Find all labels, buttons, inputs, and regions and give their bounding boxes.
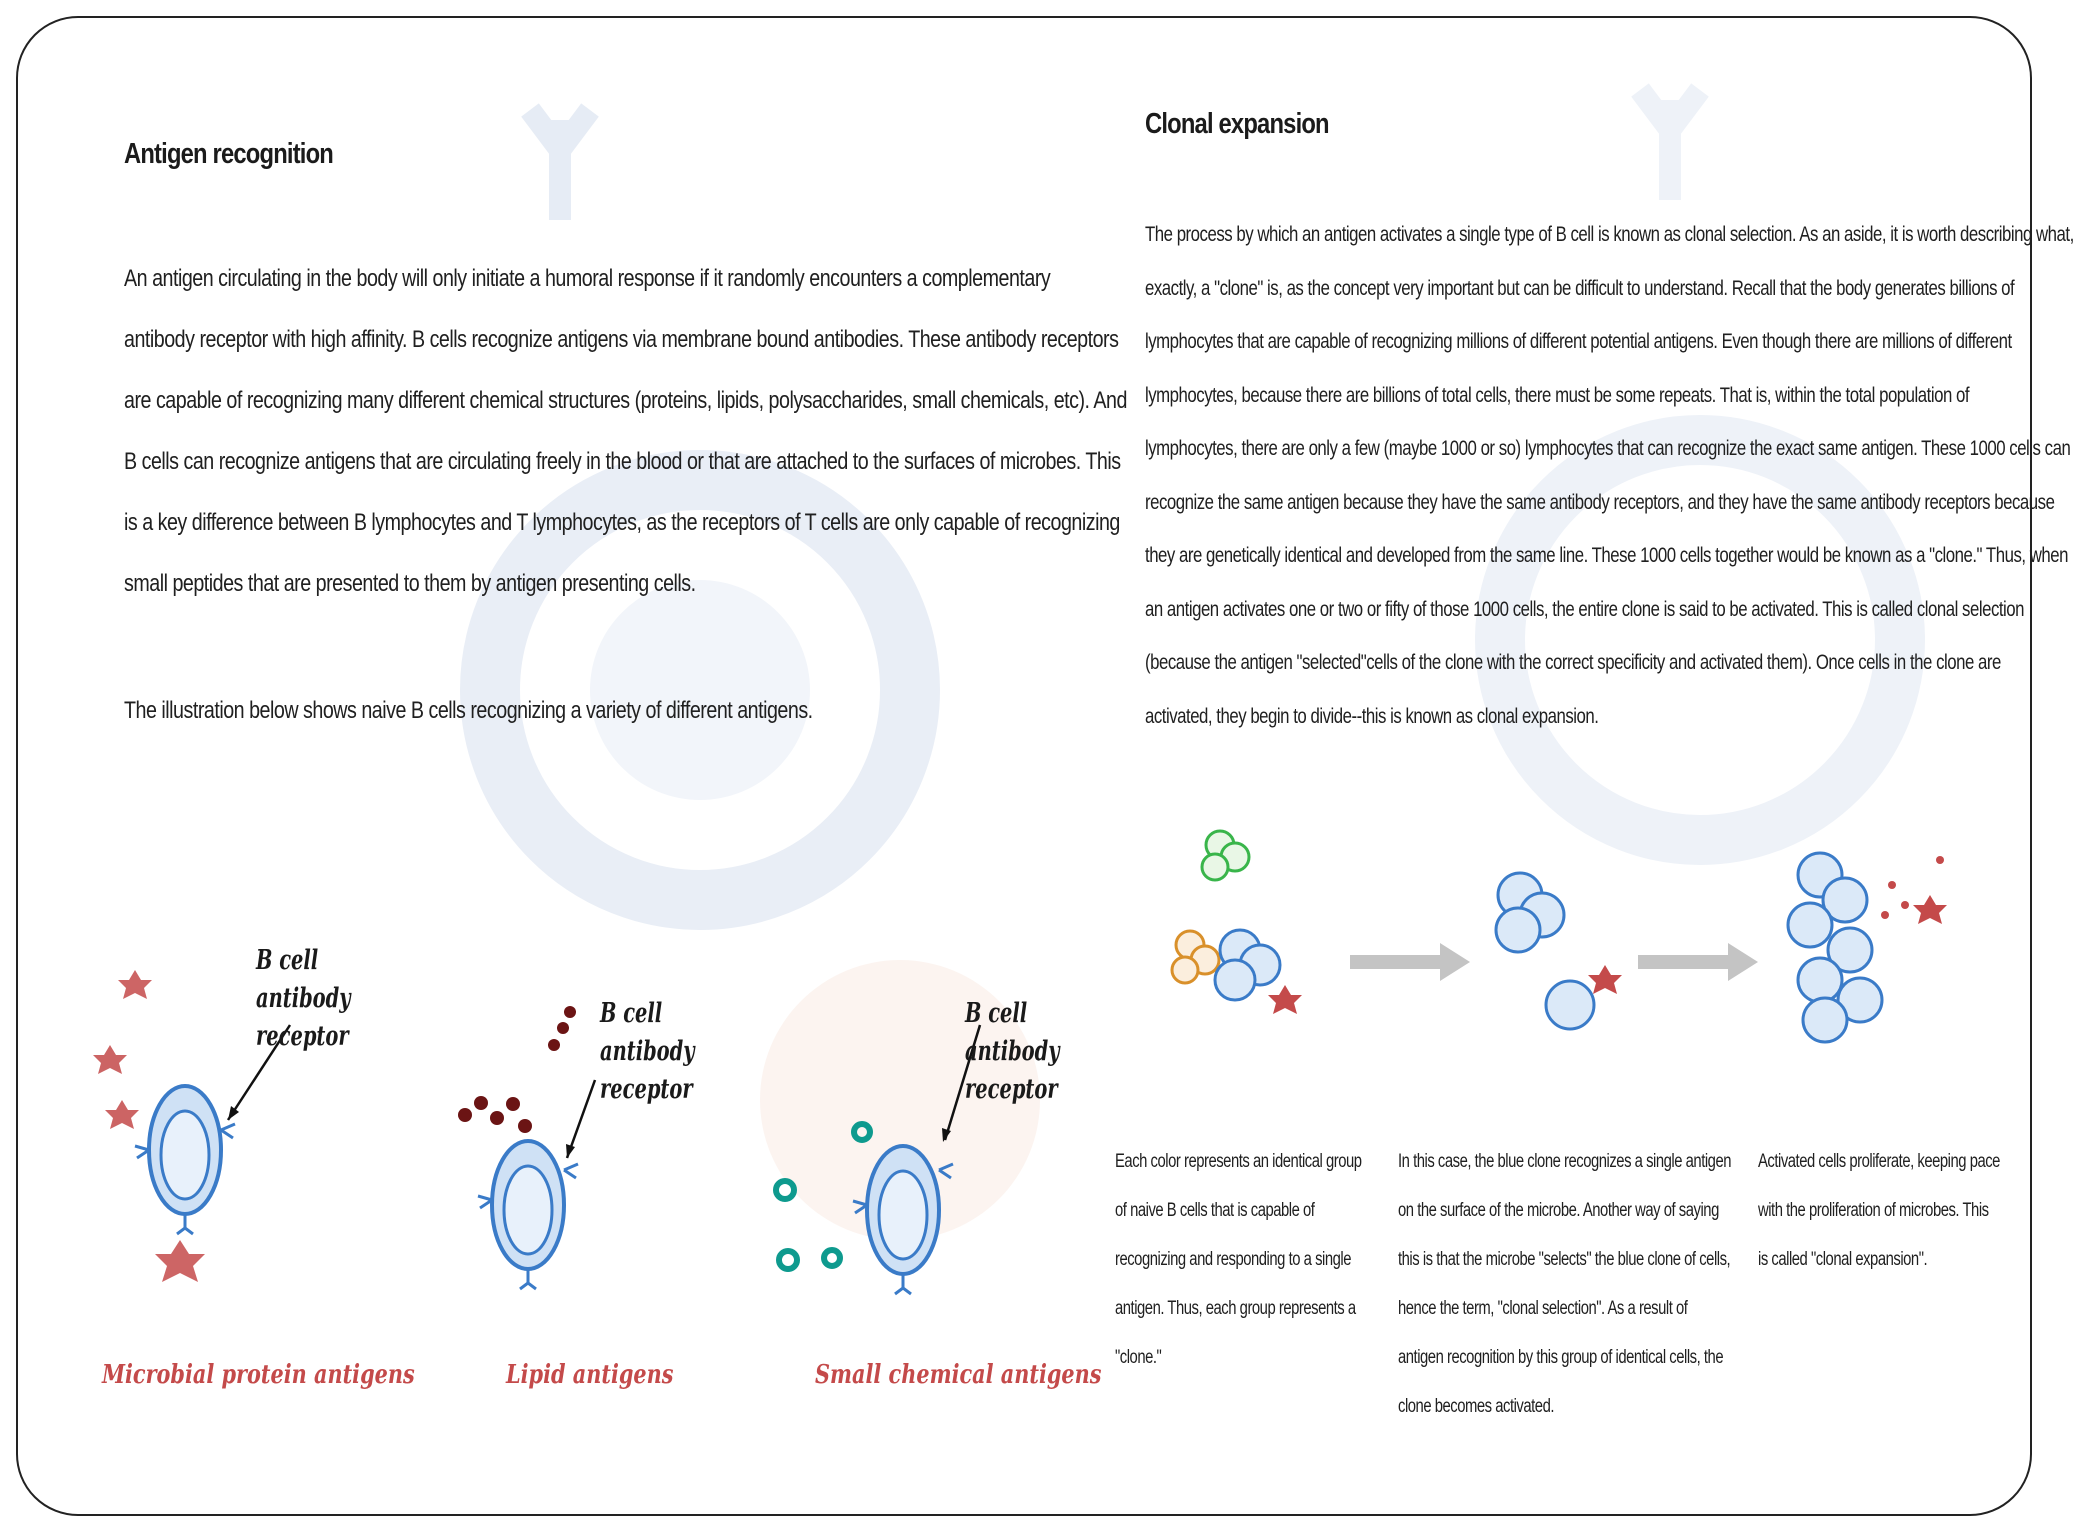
caption-clonal-selection: In this case, the blue clone recognizes … [1398, 1137, 1731, 1431]
chemical-antigen-icons [773, 1121, 873, 1272]
caption-line: with the proliferation of microbes. This [1758, 1200, 1989, 1221]
microbe-antigen-icon [1268, 985, 1302, 1014]
caption-line: "clone." [1115, 1347, 1162, 1368]
protein-antigen-icons [93, 970, 205, 1282]
paragraph-line: (because the antigen "selected"cells of … [1145, 651, 2001, 674]
caption-line: antigen. Thus, each group represents a [1115, 1298, 1356, 1319]
paragraph-line: lymphocytes, there are only a few (maybe… [1145, 437, 2071, 460]
antigen-recognition-title: Antigen recognition [124, 138, 334, 170]
caption-line: is called "clonal expansion". [1758, 1249, 1928, 1270]
paragraph-line: are capable of recognizing many differen… [124, 387, 1127, 414]
b-cell-icon [134, 1084, 236, 1236]
receptor-label-line: receptor [600, 1074, 693, 1105]
receptor-label-line: receptor [256, 1021, 349, 1052]
paragraph-line: is a key difference between B lymphocyte… [124, 509, 1120, 536]
microbial-protein-antigens-label: Microbial protein antigens [102, 1360, 415, 1390]
paragraph-line: activated, they begin to divide--this is… [1145, 704, 1599, 728]
paragraph-line: The process by which an antigen activate… [1145, 223, 2074, 246]
microbe-antigen-icon [1588, 965, 1622, 994]
microbial-protein-antigen-figure [93, 970, 292, 1282]
caption-clone-groups: Each color represents an identical group… [1115, 1137, 1362, 1382]
antigen-recognition-paragraph: An antigen circulating in the body will … [124, 248, 1127, 614]
lipid-antigens-label: Lipid antigens [506, 1360, 674, 1390]
proliferating-antigen-icons [1881, 856, 1947, 924]
receptor-label-line: B cell [256, 945, 319, 976]
selected-blue-clone [1494, 871, 1596, 1031]
caption-line: hence the term, "clonal selection". As a… [1398, 1298, 1688, 1319]
caption-line: on the surface of the microbe. Another w… [1398, 1200, 1719, 1221]
paragraph-line: they are genetically identical and devel… [1145, 544, 2068, 567]
clone-group-blue [1213, 928, 1282, 1002]
paragraph-line: lymphocytes, because there are billions … [1145, 383, 1970, 407]
paragraph-line: recognize the same antigen because they … [1145, 490, 2055, 514]
clone-group-green [1200, 829, 1251, 882]
lipid-antigen-icons [458, 1006, 576, 1133]
lipid-antigen-figure [458, 1006, 597, 1291]
expanded-blue-clone [1786, 851, 1884, 1044]
caption-line: of naive B cells that is capable of [1115, 1200, 1315, 1221]
receptor-label-line: B cell [600, 998, 663, 1029]
caption-line: In this case, the blue clone recognizes … [1398, 1151, 1731, 1172]
b-cell-icon [852, 1144, 954, 1296]
caption-line: Each color represents an identical group [1115, 1151, 1362, 1172]
clonal-expansion-paragraph: The process by which an antigen activate… [1145, 208, 2074, 743]
caption-clonal-expansion: Activated cells proliferate, keeping pac… [1758, 1137, 2000, 1284]
receptor-label-line: receptor [965, 1074, 1058, 1105]
paragraph-line: an antigen activates one or two or fifty… [1145, 597, 2025, 621]
receptor-pointer-arrow [565, 1079, 597, 1159]
small-chemical-antigens-label: Small chemical antigens [815, 1360, 1102, 1390]
paragraph-line: antibody receptor with high affinity. B … [124, 326, 1119, 353]
receptor-pointer-arrow [226, 1024, 292, 1121]
caption-line: Activated cells proliferate, keeping pac… [1758, 1151, 2000, 1172]
receptor-label-1: B cell antibody receptor [256, 942, 351, 1056]
paragraph-line: exactly, a "clone" is, as the concept ve… [1145, 276, 2015, 300]
receptor-label-line: B cell [965, 998, 1028, 1029]
caption-line: this is that the microbe "selects" the b… [1398, 1249, 1731, 1270]
clonal-expansion-title: Clonal expansion [1145, 108, 1330, 140]
paragraph-line: small peptides that are presented to the… [124, 570, 696, 597]
caption-line: clone becomes activated. [1398, 1396, 1554, 1417]
slide-frame [16, 16, 2032, 1516]
receptor-label-2: B cell antibody receptor [600, 995, 695, 1109]
receptor-label-line: antibody [600, 1036, 695, 1067]
receptor-pointer-arrow [942, 1024, 982, 1142]
caption-line: recognizing and responding to a single [1115, 1249, 1351, 1270]
small-chemical-antigen-figure [773, 1121, 954, 1296]
clonal-selection-figure [1170, 829, 1947, 1044]
paragraph-line: lymphocytes that are capable of recogniz… [1145, 330, 2012, 353]
receptor-label-line: antibody [965, 1036, 1060, 1067]
illustration-intro: The illustration below shows naive B cel… [124, 697, 813, 724]
arrow-icon [1638, 943, 1758, 981]
b-cell-icon [477, 1139, 579, 1291]
arrow-icon [1350, 943, 1470, 981]
receptor-label-3: B cell antibody receptor [965, 995, 1060, 1109]
paragraph-line: An antigen circulating in the body will … [124, 265, 1051, 292]
paragraph-line: B cells can recognize antigens that are … [124, 448, 1121, 475]
clone-group-orange [1170, 929, 1221, 985]
receptor-label-line: antibody [256, 983, 351, 1014]
caption-line: antigen recognition by this group of ide… [1398, 1347, 1724, 1368]
